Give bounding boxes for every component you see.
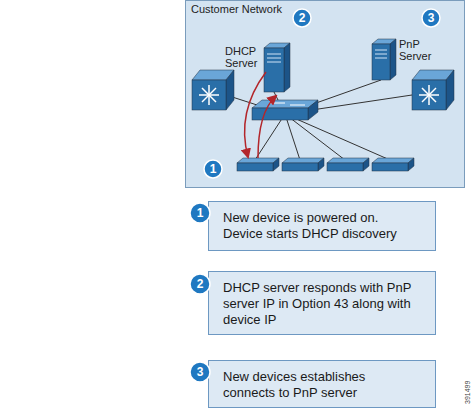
callout-number: 2 <box>189 273 211 295</box>
node-text: New devices establishes connects to PnP … <box>223 369 413 401</box>
node-text: PnP Server <box>399 38 439 62</box>
callout-number: 2 <box>292 8 312 28</box>
callout-number: 2 <box>197 277 204 291</box>
callout-circle-shape <box>190 274 210 294</box>
node-text: New device is powered on. Device starts … <box>223 210 413 242</box>
server-label: PnP Server <box>399 38 439 64</box>
figure-number: 391499 <box>464 381 471 404</box>
node-text: DHCP Server <box>225 45 265 69</box>
callout-number: 1 <box>203 159 223 179</box>
callout-circle-shape <box>293 9 311 27</box>
network-boundary: Customer Network 2 3DHCP Server PnP Server 1 <box>185 0 465 188</box>
step-box: New devices establishes connects to PnP … <box>208 360 436 408</box>
callout-number: 1 <box>210 162 217 176</box>
callout-number: 1 <box>197 206 204 220</box>
callout-number: 3 <box>421 8 441 28</box>
callout-circle-shape <box>204 160 222 178</box>
node-text: DHCP server responds with PnP server IP … <box>223 280 413 328</box>
step-box: DHCP server responds with PnP server IP … <box>208 271 436 335</box>
server-label: DHCP Server <box>225 45 265 71</box>
callout-number: 3 <box>197 365 204 379</box>
step-box: New device is powered on. Device starts … <box>208 201 436 251</box>
callout-circle-shape <box>422 9 440 27</box>
callout-number: 3 <box>189 361 211 383</box>
callout-number: 2 <box>299 11 306 25</box>
callout-number: 1 <box>189 202 211 224</box>
callout-number: 3 <box>428 11 435 25</box>
callout-circle-shape <box>190 203 210 223</box>
node-text: Customer Network <box>191 3 282 15</box>
callout-circle-shape <box>190 362 210 382</box>
